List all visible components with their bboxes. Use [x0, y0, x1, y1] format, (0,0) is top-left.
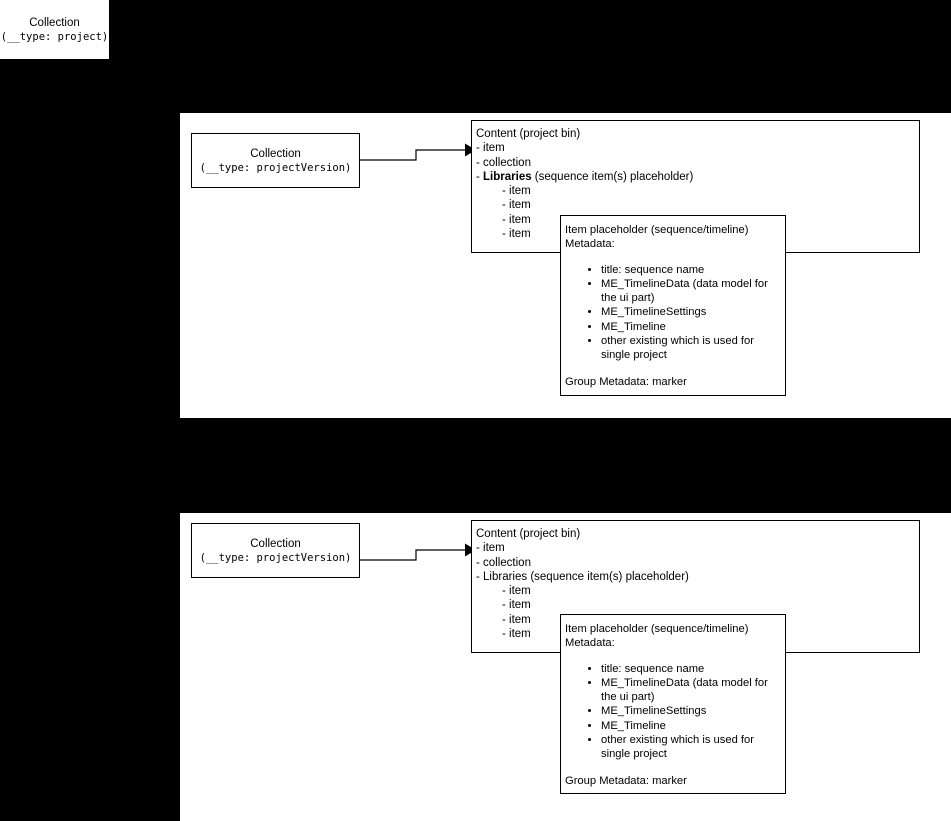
diagram-2-connector-arrow — [360, 543, 476, 561]
content-heading: Content (project bin) — [476, 528, 581, 540]
content-line-libraries: - Libraries (sequence item(s) placeholde… — [476, 570, 689, 583]
content-line-collection: - collection — [476, 556, 531, 569]
collection-subtitle: (__type: projectVersion) — [199, 161, 352, 174]
libraries-label: Libraries — [483, 570, 528, 583]
item-metadata-list: title: sequence name ME_TimelineData (da… — [565, 263, 785, 363]
list-item: other existing which is used for single … — [601, 334, 775, 363]
item-heading: Item placeholder (sequence/timeline) — [565, 224, 749, 236]
list-item: ME_TimelineSettings — [601, 704, 775, 718]
libraries-label: Libraries — [483, 170, 532, 183]
note-subtitle: (__type: project) — [0, 30, 109, 43]
content-line-item-1: - item — [476, 542, 505, 555]
list-item: title: sequence name — [601, 662, 775, 676]
content-sub-item-1: - item — [502, 185, 531, 198]
diagram-1-collection-box: Collection (__type: projectVersion) — [191, 133, 360, 188]
collection-title: Collection — [250, 537, 301, 550]
diagram-2-collection-box: Collection (__type: projectVersion) — [191, 523, 360, 578]
list-item: ME_TimelineData (data model for the ui p… — [601, 277, 775, 306]
collection-subtitle: (__type: projectVersion) — [199, 551, 352, 564]
content-sub-item-3: - item — [502, 213, 531, 226]
item-metadata-list: title: sequence name ME_TimelineData (da… — [565, 662, 785, 762]
content-sub-item-4: - item — [502, 628, 531, 641]
diagram-1-connector-arrow — [360, 143, 476, 161]
content-sub-item-2: - item — [502, 599, 531, 612]
item-group-metadata: Group Metadata: marker — [565, 774, 687, 787]
list-item: ME_Timeline — [601, 320, 775, 334]
item-group-metadata: Group Metadata: marker — [565, 375, 687, 388]
collection-title: Collection — [250, 147, 301, 160]
content-line-item-1: - item — [476, 142, 505, 155]
diagram-1-item-placeholder-box: Item placeholder (sequence/timeline) Met… — [560, 215, 786, 396]
list-item: other existing which is used for single … — [601, 733, 775, 762]
content-sub-item-3: - item — [502, 613, 531, 626]
list-item: ME_Timeline — [601, 719, 775, 733]
list-item: title: sequence name — [601, 263, 775, 277]
item-metadata-label: Metadata: — [565, 637, 615, 650]
content-sub-item-1: - item — [502, 585, 531, 598]
note-collection-project: Collection (__type: project) — [0, 0, 110, 60]
note-title: Collection — [29, 16, 80, 29]
content-sub-item-2: - item — [502, 199, 531, 212]
list-item: ME_TimelineData (data model for the ui p… — [601, 676, 775, 705]
content-heading: Content (project bin) — [476, 128, 581, 140]
item-metadata-label: Metadata: — [565, 238, 615, 251]
content-line-libraries: - Libraries (sequence item(s) placeholde… — [476, 170, 694, 183]
list-item: ME_TimelineSettings — [601, 305, 775, 319]
content-line-collection: - collection — [476, 156, 531, 169]
diagram-2-item-placeholder-box: Item placeholder (sequence/timeline) Met… — [560, 614, 786, 794]
item-heading: Item placeholder (sequence/timeline) — [565, 623, 749, 635]
content-sub-item-4: - item — [502, 228, 531, 241]
